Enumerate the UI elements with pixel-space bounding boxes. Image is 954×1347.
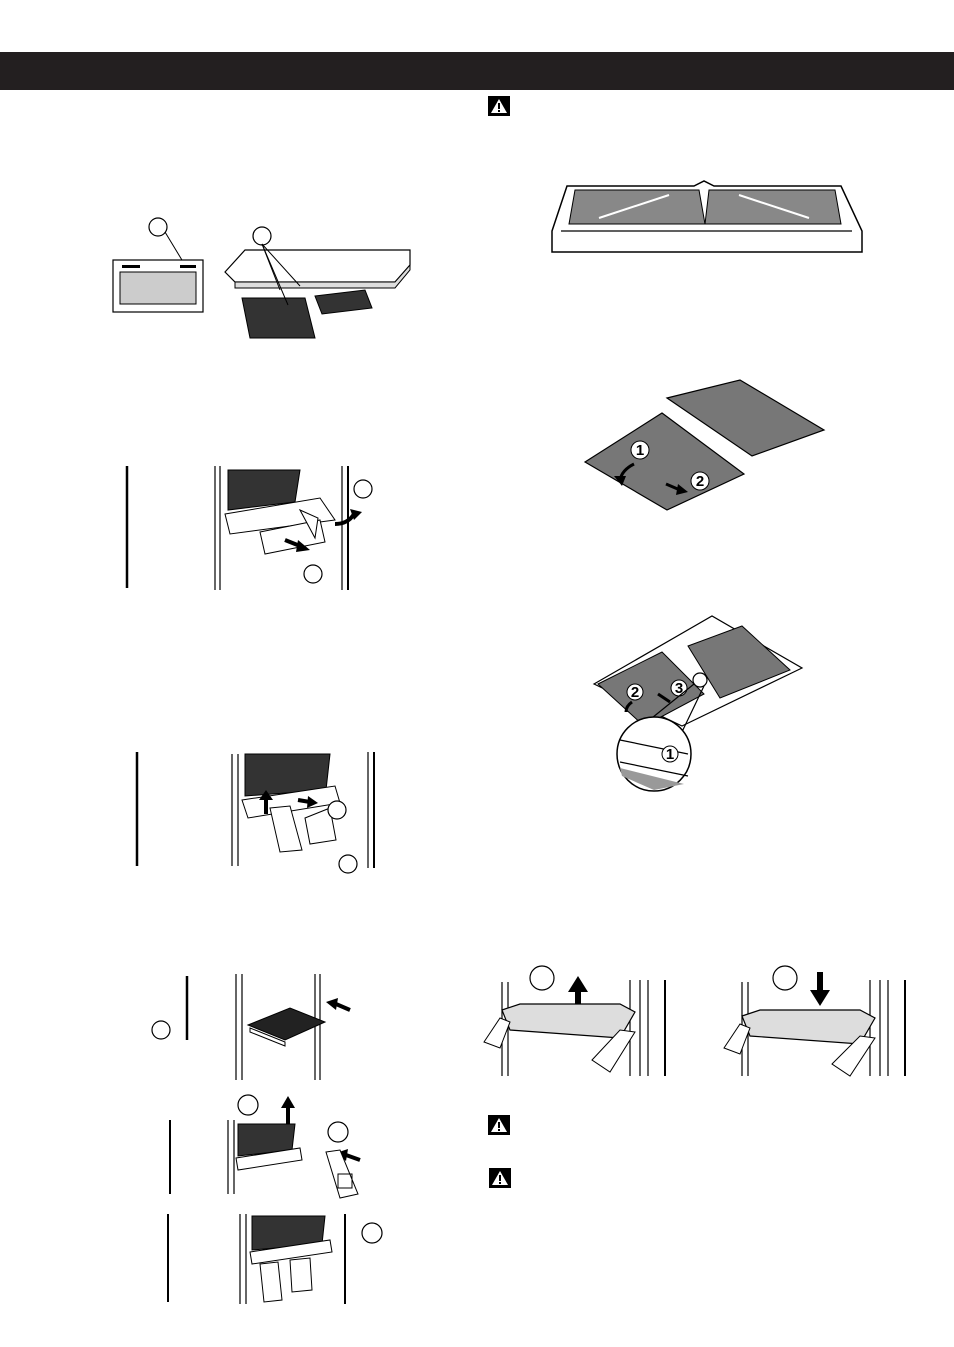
callout-circle-icon (773, 966, 797, 990)
callout-circle-icon (530, 966, 554, 990)
arrow-icon (335, 514, 354, 524)
callout-circle-icon (362, 1223, 382, 1243)
arrow-icon (810, 990, 830, 1006)
warning-triangle-icon (488, 96, 510, 116)
filter-cover-illustration (549, 178, 864, 256)
arrow-icon (281, 1096, 295, 1108)
callout-circle-icon (354, 480, 372, 498)
callout-circle-icon (149, 218, 167, 236)
filter-location-illustration (110, 210, 420, 350)
insert-filter-steps-illustration: 2 3 1 (592, 614, 807, 792)
reinstall-shelf-illustration (160, 1210, 390, 1310)
callout-circle-icon (304, 565, 322, 583)
shelf-lift-up-illustration (480, 960, 670, 1080)
remove-shelf-illustration (120, 462, 380, 594)
step-2-number: 2 (696, 473, 704, 490)
shelf-cover-insert-illustration (160, 1090, 390, 1200)
insert-shelf-illustration (150, 970, 360, 1090)
remove-filter-steps-illustration: 1 2 (582, 378, 827, 518)
warning-triangle-icon (489, 1168, 511, 1188)
callout-circle-icon (238, 1095, 258, 1115)
step-2-number: 2 (631, 684, 639, 701)
step-1-number: 1 (636, 442, 644, 459)
arrow-icon (326, 998, 338, 1010)
callout-circle-icon (339, 855, 357, 873)
header-bar (0, 52, 954, 90)
callout-circle-icon (328, 801, 346, 819)
callout-circle-icon (152, 1021, 170, 1039)
warning-triangle-icon (488, 1115, 510, 1135)
lift-shelf-illustration (130, 748, 380, 878)
arrow-icon (346, 1155, 360, 1160)
shelf-lower-down-illustration (720, 960, 910, 1080)
arrow-icon (568, 976, 588, 992)
step-1-number: 1 (666, 746, 674, 763)
arrow-icon (336, 1004, 350, 1010)
callout-circle-icon (328, 1122, 348, 1142)
callout-circle-icon (253, 227, 271, 245)
